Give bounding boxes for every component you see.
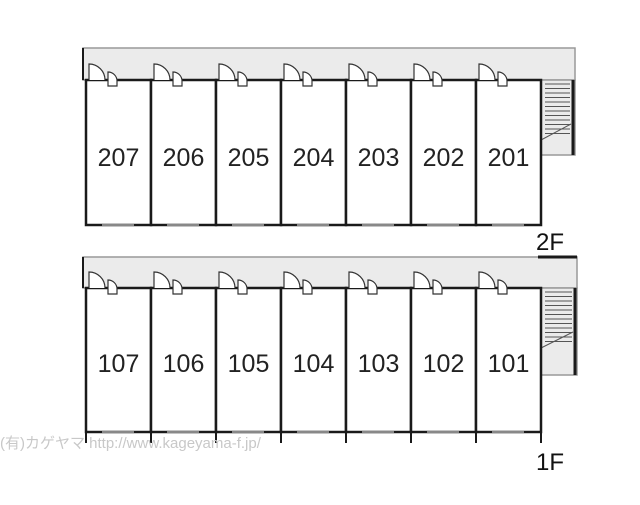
door-icon (367, 279, 378, 295)
unit-number: 207 (98, 144, 140, 172)
unit-101: 101 (474, 271, 543, 443)
unit-207: 207 (84, 63, 153, 227)
unit-number: 105 (228, 350, 270, 378)
door-icon (172, 71, 183, 87)
door-icon (432, 71, 443, 87)
door-icon (432, 279, 443, 295)
unit-number: 103 (358, 350, 400, 378)
unit-room (474, 78, 543, 227)
unit-103: 103 (344, 271, 413, 443)
unit-number: 202 (423, 144, 465, 172)
door-icon (413, 63, 431, 81)
door-icon (497, 279, 508, 295)
door-icon (218, 271, 236, 289)
unit-room (279, 78, 348, 227)
door-icon (348, 63, 366, 81)
door-icon (153, 271, 171, 289)
door-icon (107, 279, 118, 295)
unit-number: 203 (358, 144, 400, 172)
door-icon (237, 279, 248, 295)
door-icon (107, 71, 118, 87)
door-icon (302, 71, 313, 87)
door-icon (497, 71, 508, 87)
unit-202: 202 (409, 63, 478, 227)
stair-break-line (540, 123, 572, 141)
door-icon (237, 71, 248, 87)
door-icon (218, 63, 236, 81)
door-icon (367, 71, 378, 87)
floor-label: 1F (536, 449, 564, 476)
unit-room (149, 78, 218, 227)
stair-landing (540, 287, 578, 376)
unit-room (474, 286, 543, 434)
unit-room (214, 286, 283, 434)
unit-number: 205 (228, 144, 270, 172)
unit-number: 206 (163, 144, 205, 172)
unit-201: 201 (474, 63, 543, 227)
unit-room (214, 78, 283, 227)
door-icon (88, 271, 106, 289)
unit-number: 107 (98, 350, 140, 378)
unit-number: 106 (163, 350, 205, 378)
unit-205: 205 (214, 63, 283, 227)
stair-break-line (540, 331, 574, 349)
unit-number: 104 (293, 350, 335, 378)
unit-104: 104 (279, 271, 348, 443)
floor-1f: 107 106 105 104 103 102 101 1F (82, 256, 578, 476)
unit-number: 201 (488, 144, 530, 172)
door-icon (283, 63, 301, 81)
door-icon (283, 271, 301, 289)
door-icon (478, 63, 496, 81)
floor-label: 2F (536, 229, 564, 256)
unit-number: 102 (423, 350, 465, 378)
unit-102: 102 (409, 271, 478, 443)
unit-room (344, 286, 413, 434)
door-icon (88, 63, 106, 81)
unit-204: 204 (279, 63, 348, 227)
door-icon (413, 271, 431, 289)
unit-106: 106 (149, 271, 218, 443)
floor-2f: 207 206 205 204 203 202 201 2F (82, 47, 576, 256)
door-icon (348, 271, 366, 289)
unit-105: 105 (214, 271, 283, 443)
unit-206: 206 (149, 63, 218, 227)
stair-landing (540, 79, 576, 156)
door-icon (302, 279, 313, 295)
door-icon (478, 271, 496, 289)
door-icon (153, 63, 171, 81)
unit-number: 204 (293, 144, 335, 172)
unit-room (409, 286, 478, 434)
unit-number: 101 (488, 350, 530, 378)
unit-107: 107 (84, 271, 153, 443)
unit-203: 203 (344, 63, 413, 227)
watermark: (有)カゲヤマ http://www.kageyama-f.jp/ (0, 435, 261, 452)
door-icon (172, 279, 183, 295)
unit-room (279, 286, 348, 434)
